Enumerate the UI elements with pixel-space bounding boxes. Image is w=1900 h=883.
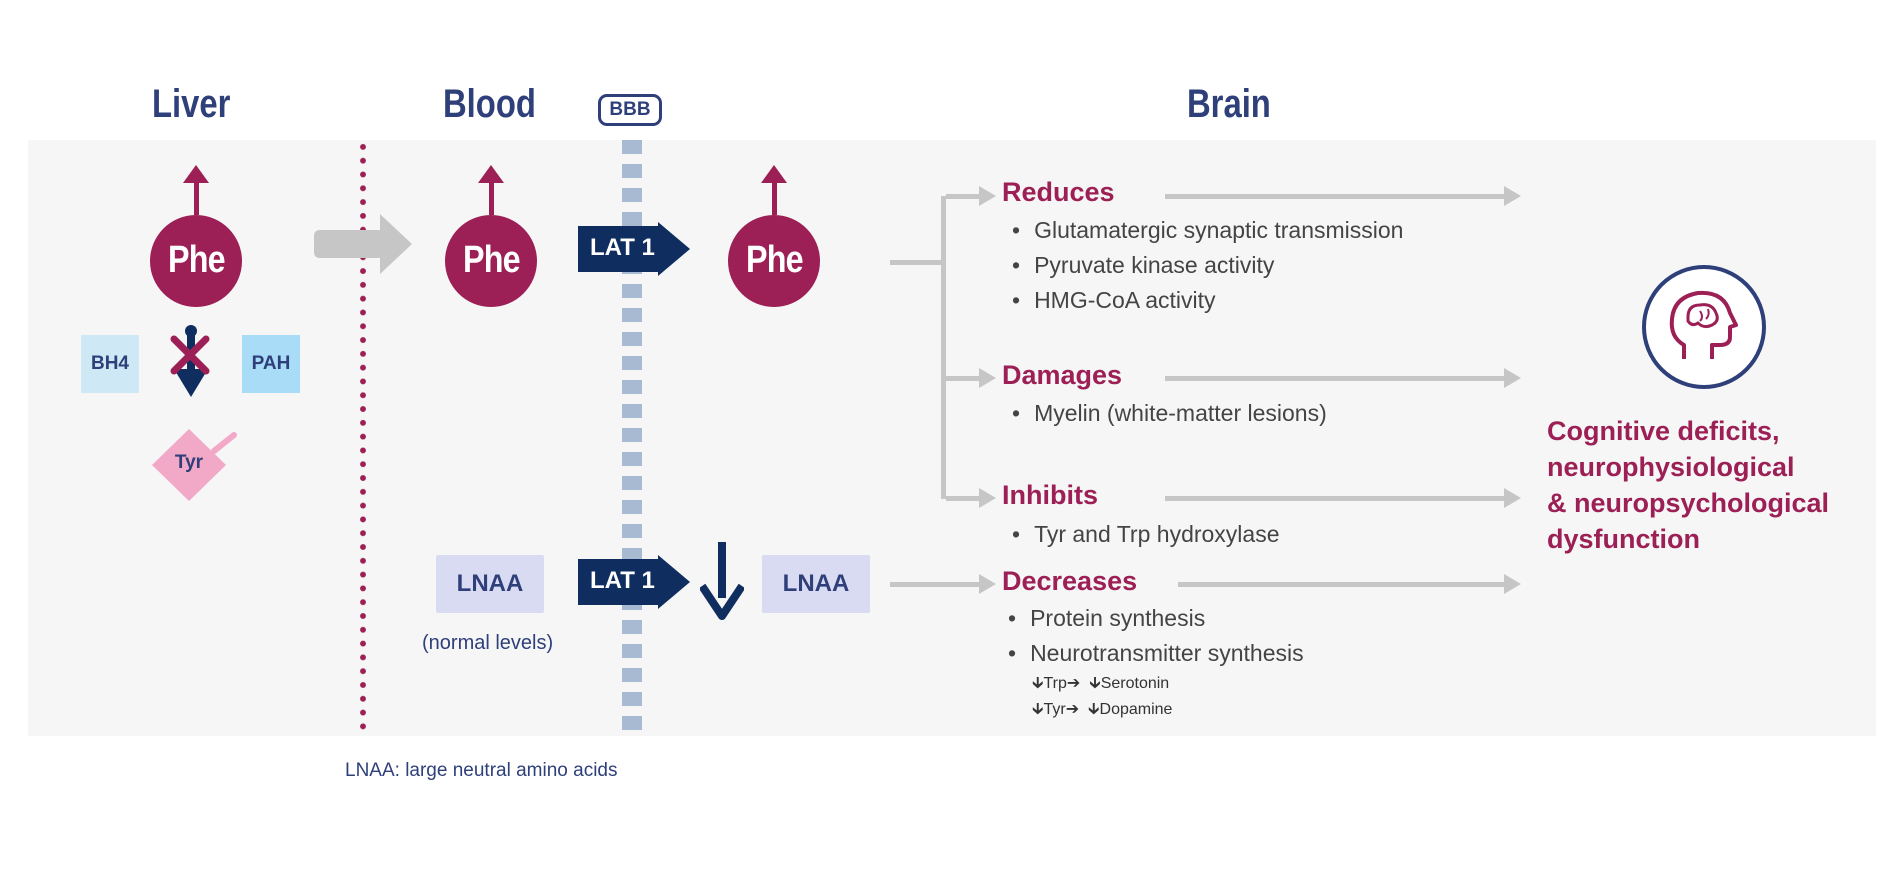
branch-arrow-inhibits: [946, 488, 996, 508]
bbb-badge: BBB: [598, 94, 662, 126]
up-arrow-icon: [478, 165, 504, 183]
up-arrow-icon: [761, 165, 787, 183]
tyr-label: Tyr: [174, 452, 204, 473]
effect-title-decreases: Decreases: [1002, 566, 1138, 596]
phe-brain: Phe: [728, 165, 820, 307]
liver-blood-boundary: [360, 140, 366, 736]
list-item: Neurotransmitter synthesis: [1008, 640, 1304, 667]
list-item: Protein synthesis: [1008, 605, 1205, 632]
branch-trunk: [941, 196, 946, 499]
phe-liver: Phe: [150, 165, 242, 307]
effect-title-damages: Damages: [1002, 360, 1123, 390]
list-item: Glutamatergic synaptic transmission: [1012, 217, 1403, 244]
pah-chip: PAH: [242, 335, 300, 393]
branch-arrow-reduces: [946, 186, 996, 206]
footnote: LNAA: large neutral amino acids: [345, 760, 618, 781]
arrow-decreases-outcome: [1178, 574, 1521, 594]
arrow-damages-outcome: [1165, 368, 1521, 388]
bh4-chip: BH4: [81, 335, 139, 393]
lnaa-note: (normal levels): [422, 632, 554, 654]
lat1-phe-transporter: LAT 1: [578, 222, 690, 276]
brain-head-icon: [1642, 265, 1766, 389]
up-arrow-icon: [183, 165, 209, 183]
arrow-reduces-outcome: [1165, 186, 1521, 206]
phe-blood: Phe: [445, 165, 537, 307]
list-item: Tyr and Trp hydroxylase: [1012, 521, 1279, 548]
arrow-inhibits-outcome: [1165, 488, 1521, 508]
list-item: HMG-CoA activity: [1012, 287, 1215, 314]
sub-item-serotonin: 🡳Trp➔ 🡳Serotonin: [1032, 675, 1170, 692]
lat1-lnaa-transporter: LAT 1: [578, 555, 690, 609]
right-arrow-icon: [578, 222, 690, 276]
outcome-text: Cognitive deficits, neurophysiological &…: [1547, 416, 1830, 554]
list-item: Pyruvate kinase activity: [1012, 252, 1274, 279]
tyr-shape: [152, 429, 237, 501]
right-arrow-icon: [578, 555, 690, 609]
lnaa-blood: LNAA: [436, 555, 544, 613]
phe-connector: [890, 260, 946, 265]
down-arrow-icon: [700, 542, 744, 620]
lnaa-brain: LNAA: [762, 555, 870, 613]
lnaa-arrow-decreases: [890, 574, 996, 594]
cross-icon: [170, 335, 210, 375]
sub-item-dopamine: 🡳Tyr➔ 🡳Dopamine: [1032, 701, 1173, 718]
header-liver: Liver: [152, 82, 231, 126]
list-item: Myelin (white-matter lesions): [1012, 400, 1327, 427]
blocked-conversion: [170, 325, 210, 397]
header-brain: Brain: [1187, 82, 1271, 126]
liver-to-blood-arrow: [314, 214, 412, 274]
effect-title-inhibits: Inhibits: [1002, 480, 1098, 510]
effect-title-reduces: Reduces: [1002, 177, 1115, 207]
header-blood: Blood: [443, 82, 536, 126]
branch-arrow-damages: [946, 368, 996, 388]
